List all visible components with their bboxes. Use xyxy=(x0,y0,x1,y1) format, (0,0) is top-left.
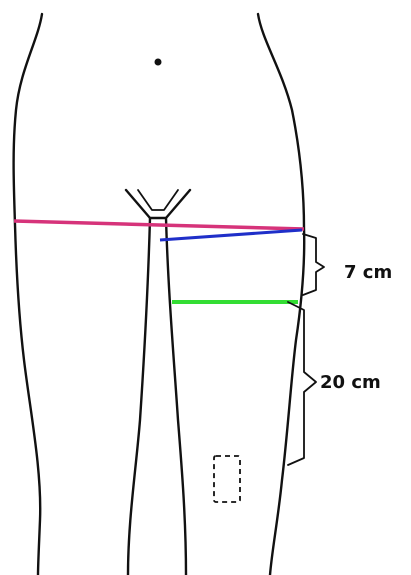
blue-measure-line xyxy=(160,230,302,240)
lower-measure-label: 20 cm xyxy=(320,372,381,393)
navel-dot xyxy=(155,59,162,66)
dashed-site-rectangle xyxy=(214,456,240,502)
upper-measure-label: 7 cm xyxy=(344,262,392,283)
crotch-inner xyxy=(138,190,178,210)
left-inner-leg xyxy=(128,218,150,575)
right-body-outline xyxy=(258,14,304,575)
pink-measure-line xyxy=(14,221,304,229)
right-inner-leg xyxy=(166,218,186,575)
crotch-outline xyxy=(126,190,190,218)
upper-bracket xyxy=(303,234,324,295)
left-body-outline xyxy=(14,14,42,575)
